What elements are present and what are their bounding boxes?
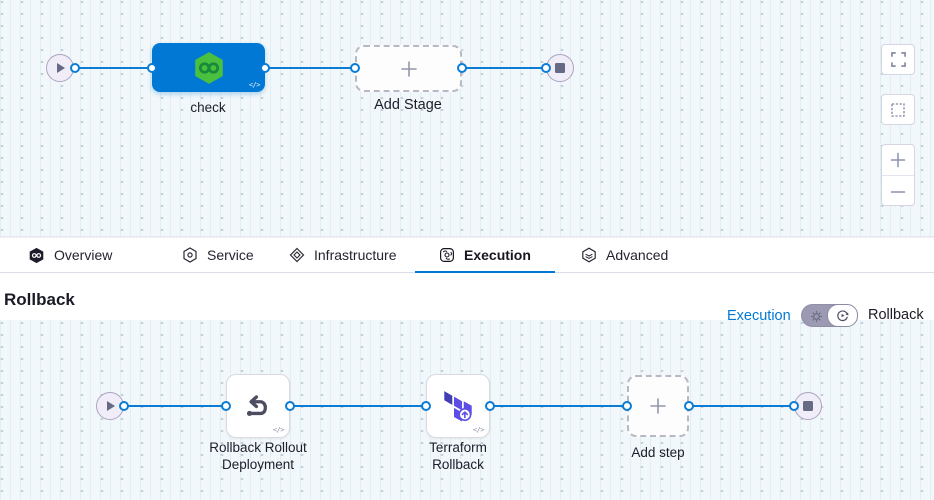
connector-port[interactable] [457, 63, 467, 73]
harness-cd-icon [194, 51, 223, 84]
stage-canvas[interactable]: </> check Add Stage [0, 0, 934, 237]
execution-rollback-toggle[interactable] [801, 304, 858, 327]
rollback-toggle-label: Rollback [868, 307, 924, 323]
tab-label: Advanced [606, 247, 669, 263]
execution-link[interactable]: Execution [727, 308, 791, 324]
add-step-label: Add step [631, 445, 685, 460]
service-icon [183, 247, 197, 263]
stage-config-tabbar: Overview Service Infrastructure Executio… [0, 237, 934, 273]
add-stage-label: Add Stage [374, 97, 442, 113]
execution-gear-icon [809, 309, 824, 324]
marquee-select-icon [891, 102, 905, 117]
zoom-out-icon [890, 190, 906, 193]
connector-port[interactable] [485, 401, 495, 411]
edge [290, 405, 426, 407]
tab-label: Service [207, 247, 254, 263]
marquee-select-button[interactable] [881, 94, 915, 125]
play-icon [56, 63, 65, 73]
connector-port[interactable] [421, 401, 431, 411]
plus-icon [650, 398, 666, 414]
connector-port[interactable] [119, 401, 129, 411]
connector-port[interactable] [147, 63, 157, 73]
tab-label: Execution [464, 247, 531, 263]
yaml-code-icon: </> [472, 426, 485, 434]
rollback-canvas[interactable]: Rollback Execution Rollback [0, 273, 934, 500]
edge [689, 405, 794, 407]
zoom-controls [881, 144, 915, 206]
edge [75, 67, 152, 69]
stop-icon [803, 401, 813, 411]
edge [124, 405, 226, 407]
step-label: Rollback Rollout Deployment [209, 440, 307, 472]
zoom-out-button[interactable] [882, 176, 914, 207]
add-stage-button[interactable] [355, 45, 462, 92]
connector-port[interactable] [684, 401, 694, 411]
fullscreen-icon [890, 52, 906, 67]
edge [464, 67, 546, 69]
tab-service[interactable]: Service [182, 238, 254, 272]
tab-overview[interactable]: Overview [28, 238, 112, 272]
tab-advanced[interactable]: Advanced [581, 238, 668, 272]
rollback-header-band [0, 273, 934, 320]
step-label: Terraform Rollback [429, 440, 487, 472]
play-icon [106, 401, 115, 411]
connector-port[interactable] [622, 401, 632, 411]
connector-port[interactable] [350, 63, 360, 73]
advanced-icon [582, 247, 596, 263]
yaml-code-icon: </> [272, 426, 285, 434]
stage-node-check[interactable]: </> [152, 43, 265, 92]
active-tab-underline [415, 271, 555, 273]
rollback-heading: Rollback [4, 290, 75, 309]
connector-port[interactable] [285, 401, 295, 411]
pipeline-icon [29, 247, 44, 263]
stop-icon [555, 63, 565, 73]
step-node-rollback-rollout-deployment[interactable]: </> [226, 374, 290, 438]
yaml-code-icon: </> [248, 81, 261, 89]
connector-port[interactable] [260, 63, 270, 73]
undo-arrow-icon [246, 395, 268, 416]
tab-label: Overview [54, 247, 113, 263]
terraform-icon [444, 391, 472, 422]
execution-icon [440, 248, 455, 263]
zoom-in-button[interactable] [882, 145, 914, 176]
infrastructure-icon [289, 247, 305, 263]
connector-port[interactable] [221, 401, 231, 411]
tab-execution[interactable]: Execution [439, 238, 531, 272]
tab-label: Infrastructure [314, 247, 397, 263]
connector-port[interactable] [789, 401, 799, 411]
pipeline-start-node[interactable] [46, 54, 74, 82]
stage-label: check [190, 100, 226, 115]
fullscreen-button[interactable] [881, 44, 915, 75]
step-node-terraform-rollback[interactable]: </> [426, 374, 490, 438]
tab-infrastructure[interactable]: Infrastructure [289, 238, 396, 272]
add-step-button[interactable] [627, 375, 689, 437]
plus-icon [400, 60, 417, 77]
connector-port[interactable] [70, 63, 80, 73]
zoom-in-icon [890, 152, 906, 168]
edge [490, 405, 627, 407]
edge [265, 67, 352, 69]
rollback-rotate-icon [837, 310, 849, 322]
connector-port[interactable] [541, 63, 551, 73]
toggle-thumb[interactable] [827, 304, 858, 327]
